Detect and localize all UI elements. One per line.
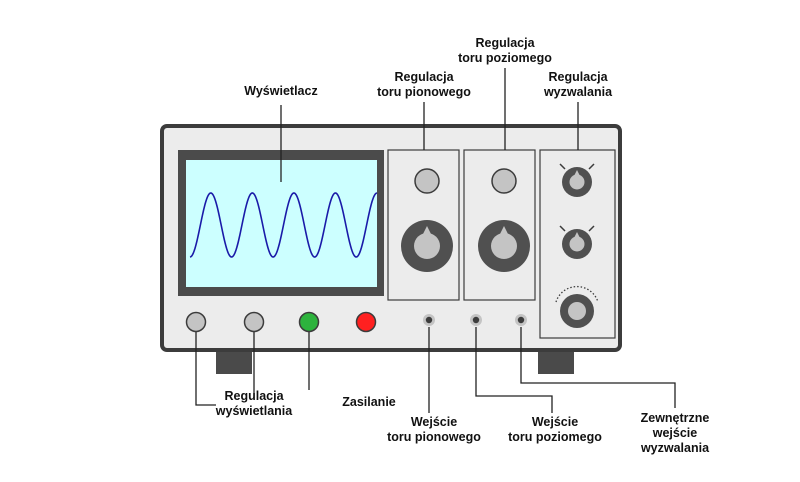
vertical-knob-pointer — [422, 226, 432, 236]
vertical-large-knob-cap — [414, 233, 440, 259]
trigger-knob-1[interactable] — [559, 163, 595, 197]
leader-external-trigger — [520, 327, 676, 408]
label-display-control-line1: Regulacja — [224, 389, 284, 403]
label-horizontal-control: Regulacja toru poziomego — [445, 36, 565, 66]
label-vertical-control: Regulacja toru pionowego — [364, 70, 484, 100]
trigger-knob-2[interactable] — [559, 225, 595, 259]
label-vertical-input-line2: toru pionowego — [387, 430, 481, 444]
external-trigger-input-jack[interactable] — [515, 314, 527, 326]
label-trigger-control-line2: wyzwalania — [543, 85, 613, 99]
green-button[interactable] — [298, 311, 320, 333]
label-vertical-control-line1: Regulacja — [394, 70, 454, 84]
label-power: Zasilanie — [329, 395, 409, 410]
vertical-small-knob[interactable] — [414, 168, 440, 194]
label-trigger-control-line1: Regulacja — [548, 70, 608, 84]
label-external-trigger-input-line1: Zewnętrzne — [640, 411, 710, 425]
waveform-trace — [189, 192, 378, 258]
display-control-button-1[interactable] — [185, 311, 207, 333]
label-vertical-input-line1: Wejście — [410, 415, 458, 429]
label-horizontal-control-line1: Regulacja — [475, 36, 535, 50]
label-external-trigger-input-line2: wejście — [652, 426, 698, 440]
trigger-knob-3[interactable] — [555, 285, 599, 328]
label-display-control: Regulacja wyświetlania — [204, 389, 304, 419]
horizontal-knob-pointer — [499, 226, 509, 236]
label-display-control-line2: wyświetlania — [215, 404, 293, 418]
leader-horizontal-input — [475, 327, 553, 413]
display-control-button-2[interactable] — [243, 311, 265, 333]
label-external-trigger-input-line3: wyzwalania — [640, 441, 710, 455]
label-display-text: Wyświetlacz — [244, 84, 318, 98]
vertical-input-jack[interactable] — [423, 314, 435, 326]
horizontal-large-knob-cap — [491, 233, 517, 259]
label-display: Wyświetlacz — [226, 84, 336, 99]
power-button[interactable] — [355, 311, 377, 333]
label-horizontal-input-line2: toru poziomego — [508, 430, 602, 444]
horizontal-input-jack[interactable] — [470, 314, 482, 326]
label-power-text: Zasilanie — [342, 395, 396, 409]
leader-display-control — [195, 332, 216, 406]
label-vertical-control-line2: toru pionowego — [377, 85, 471, 99]
horizontal-small-knob[interactable] — [491, 168, 517, 194]
left-foot — [216, 348, 252, 374]
label-trigger-control: Regulacja wyzwalania — [528, 70, 628, 100]
label-external-trigger-input: Zewnętrzne wejście wyzwalania — [625, 411, 725, 456]
label-horizontal-control-line2: toru poziomego — [458, 51, 552, 65]
right-foot — [538, 348, 574, 374]
label-horizontal-input-line1: Wejście — [531, 415, 579, 429]
label-vertical-input: Wejście toru pionowego — [374, 415, 494, 445]
label-horizontal-input: Wejście toru poziomego — [495, 415, 615, 445]
